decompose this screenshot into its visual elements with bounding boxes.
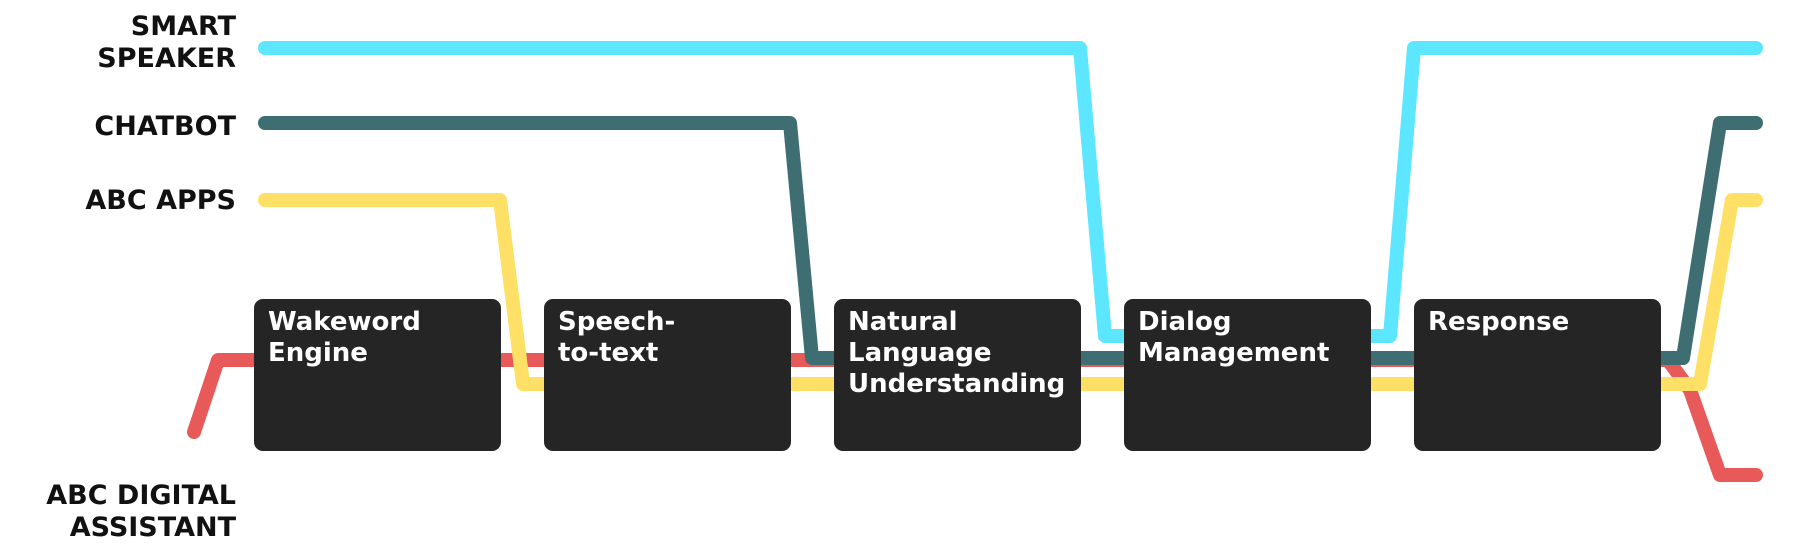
stage-speech-to-text: Speech- to-text (544, 299, 791, 451)
stage-label: Wakeword Engine (268, 307, 421, 368)
stage-response: Response (1414, 299, 1661, 451)
abc-digital-assistant-label: ABC DIGITAL ASSISTANT (46, 480, 236, 543)
abc-apps-label: ABC APPS (85, 185, 236, 216)
stage-label: Dialog Management (1138, 307, 1330, 368)
stage-label: Natural Language Understanding (848, 307, 1066, 399)
smart-speaker-label: SMART SPEAKER (97, 11, 236, 74)
abc-apps-line (258, 193, 1763, 391)
stage-dialog-management: Dialog Management (1124, 299, 1371, 451)
stage-wakeword-engine: Wakeword Engine (254, 299, 501, 451)
chatbot-label: CHATBOT (94, 111, 236, 142)
stage-label: Speech- to-text (558, 307, 676, 368)
stage-label: Response (1428, 307, 1570, 337)
stage-nlu: Natural Language Understanding (834, 299, 1081, 451)
abc-digital-assistant-line (187, 353, 1763, 482)
smart-speaker-line (258, 41, 1763, 343)
